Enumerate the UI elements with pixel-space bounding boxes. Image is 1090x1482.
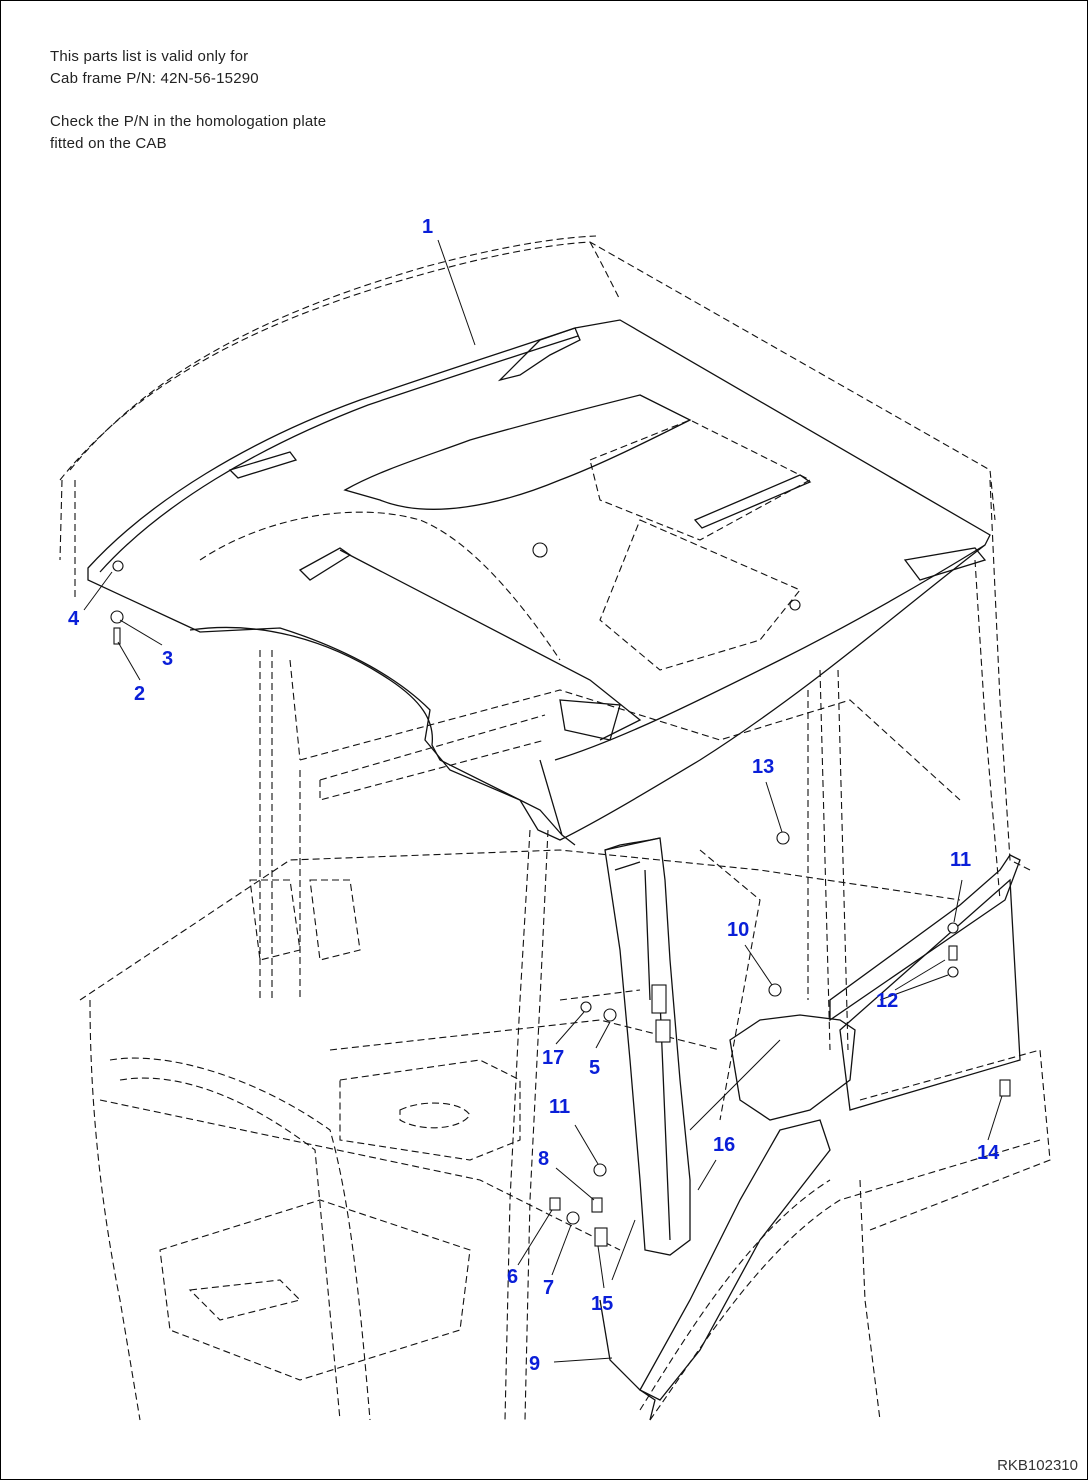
side-trim-panel	[599, 854, 1021, 1421]
callout-13: 13	[752, 756, 774, 778]
callout-5: 5	[589, 1057, 600, 1079]
clip-11	[593, 1163, 607, 1177]
leader-lines	[83, 239, 1003, 1363]
clip-15	[594, 1227, 608, 1247]
screw-12b	[947, 966, 959, 978]
callout-11-left: 11	[549, 1096, 570, 1118]
callout-6: 6	[507, 1266, 518, 1288]
callout-numbers: 1 2 3 4 5 6 7 8 9 10 11 11 12 13 14 15 1…	[68, 216, 1000, 1375]
screw-12a	[948, 945, 958, 961]
callout-1: 1	[422, 216, 433, 238]
validity-note-line-4: fitted on the CAB	[50, 135, 167, 152]
nut-5	[603, 1008, 617, 1022]
screw-2	[113, 627, 121, 645]
callout-3: 3	[162, 648, 173, 670]
clip-14	[999, 1079, 1011, 1097]
validity-note-line-1: This parts list is valid only for	[50, 48, 249, 65]
fasteners	[110, 610, 1011, 1247]
callout-11-right: 11	[950, 849, 971, 871]
callout-4: 4	[68, 608, 80, 630]
callout-2: 2	[134, 683, 145, 705]
drawing-code: RKB102310	[997, 1457, 1078, 1474]
pillar-trim	[604, 837, 691, 1256]
callout-10: 10	[727, 919, 749, 941]
cab-frame-outline	[59, 235, 1051, 1421]
callout-12: 12	[876, 990, 898, 1012]
callout-7: 7	[543, 1277, 554, 1299]
callout-9: 9	[529, 1353, 540, 1375]
roof-headliner	[87, 319, 991, 846]
bolt-17	[580, 1001, 592, 1013]
callout-8: 8	[538, 1148, 549, 1170]
validity-note-line-2: Cab frame P/N: 42N-56-15290	[50, 70, 259, 87]
clip-13	[776, 831, 790, 845]
callout-17: 17	[542, 1047, 564, 1069]
washer-7	[566, 1211, 580, 1225]
screw-8	[591, 1197, 603, 1213]
callout-16: 16	[713, 1134, 735, 1156]
callout-14: 14	[977, 1142, 1000, 1164]
callout-15: 15	[591, 1293, 613, 1315]
validity-note-line-3: Check the P/N in the homologation plate	[50, 113, 327, 130]
clip-10	[768, 983, 782, 997]
nut-6	[549, 1197, 561, 1211]
clip-11b	[947, 922, 959, 934]
